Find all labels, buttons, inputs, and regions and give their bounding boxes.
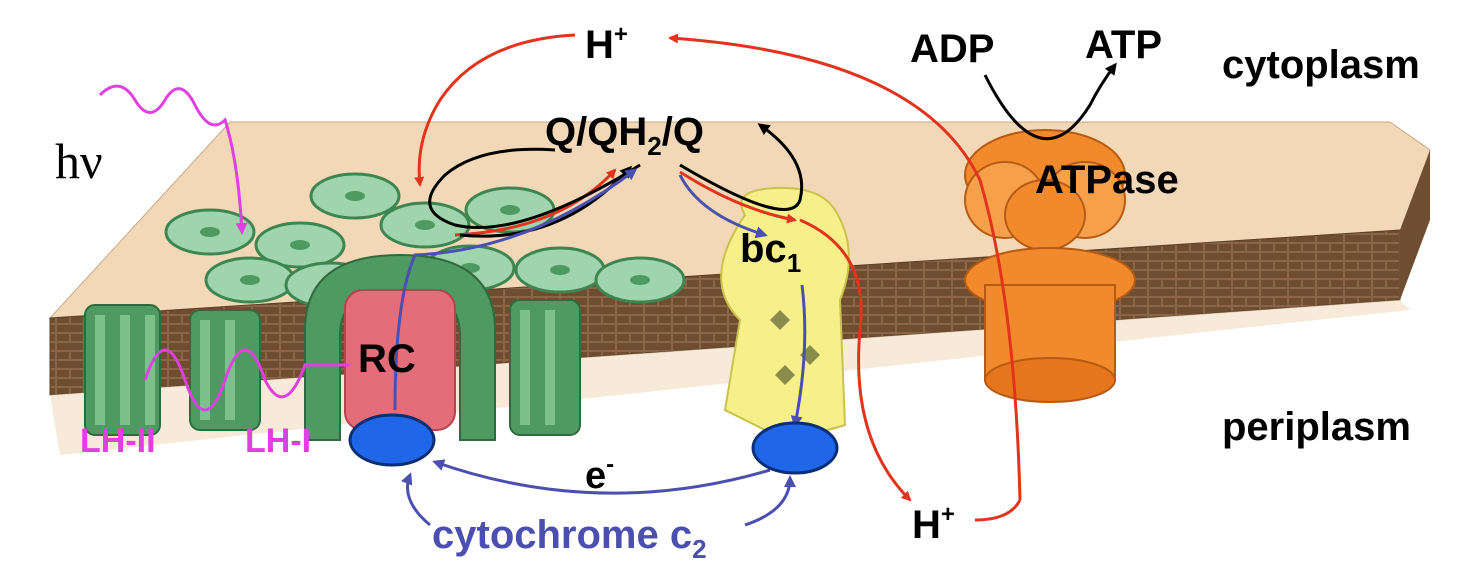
cytochrome-c2-right bbox=[751, 421, 839, 475]
electron-arrow-q-to-bc1 bbox=[678, 174, 768, 239]
membrane-right-face bbox=[1400, 150, 1430, 300]
electron-label: e- bbox=[585, 451, 614, 497]
atpase-label: ATPase bbox=[1035, 158, 1179, 202]
q-cycle-loop bbox=[428, 147, 641, 229]
lh2-label: LH-II bbox=[80, 422, 156, 460]
quinone-pool-label: Q/QH2/Q bbox=[545, 110, 704, 161]
q-cycle-right bbox=[679, 123, 804, 211]
rc-label: RC bbox=[358, 337, 416, 381]
electron-arrow-bc1-down bbox=[790, 284, 807, 428]
cytochrome-pointer-right bbox=[744, 475, 796, 527]
electron-arrow-c2-across bbox=[432, 459, 771, 495]
proton-arrow-bc1-down bbox=[799, 218, 912, 502]
bc1-label: bc1 bbox=[740, 227, 801, 278]
lh-ring-holes bbox=[200, 191, 650, 290]
lh1-label: LH-I bbox=[245, 422, 311, 460]
electron-arrow-rc-up bbox=[393, 168, 638, 411]
atpase-complex bbox=[964, 129, 1136, 403]
proton-arrow-q-red bbox=[454, 168, 617, 237]
excitation-wave bbox=[143, 348, 350, 412]
proton-arrow-bottom bbox=[974, 499, 1022, 522]
cytochrome-c2-label: cytochrome c2 bbox=[432, 513, 707, 562]
photon-label: hν bbox=[55, 133, 103, 189]
adp-label: ADP bbox=[910, 27, 994, 71]
photon-wave bbox=[98, 84, 248, 235]
proton-arrow-top-loop bbox=[414, 33, 576, 187]
cytochrome-c2-left bbox=[348, 413, 436, 467]
periplasm-label: periplasm bbox=[1222, 405, 1411, 449]
proton-arrow-q-bc1-red bbox=[679, 170, 797, 224]
cytoplasm-label: cytoplasm bbox=[1222, 43, 1420, 87]
adp-atp-arrow bbox=[983, 62, 1117, 141]
h-plus-bottom-label: H+ bbox=[912, 501, 955, 547]
h-plus-top-label: H+ bbox=[585, 21, 628, 67]
proton-arrow-to-top bbox=[668, 33, 1022, 501]
atp-label: ATP bbox=[1085, 23, 1162, 67]
cytochrome-pointer-left bbox=[401, 472, 431, 527]
